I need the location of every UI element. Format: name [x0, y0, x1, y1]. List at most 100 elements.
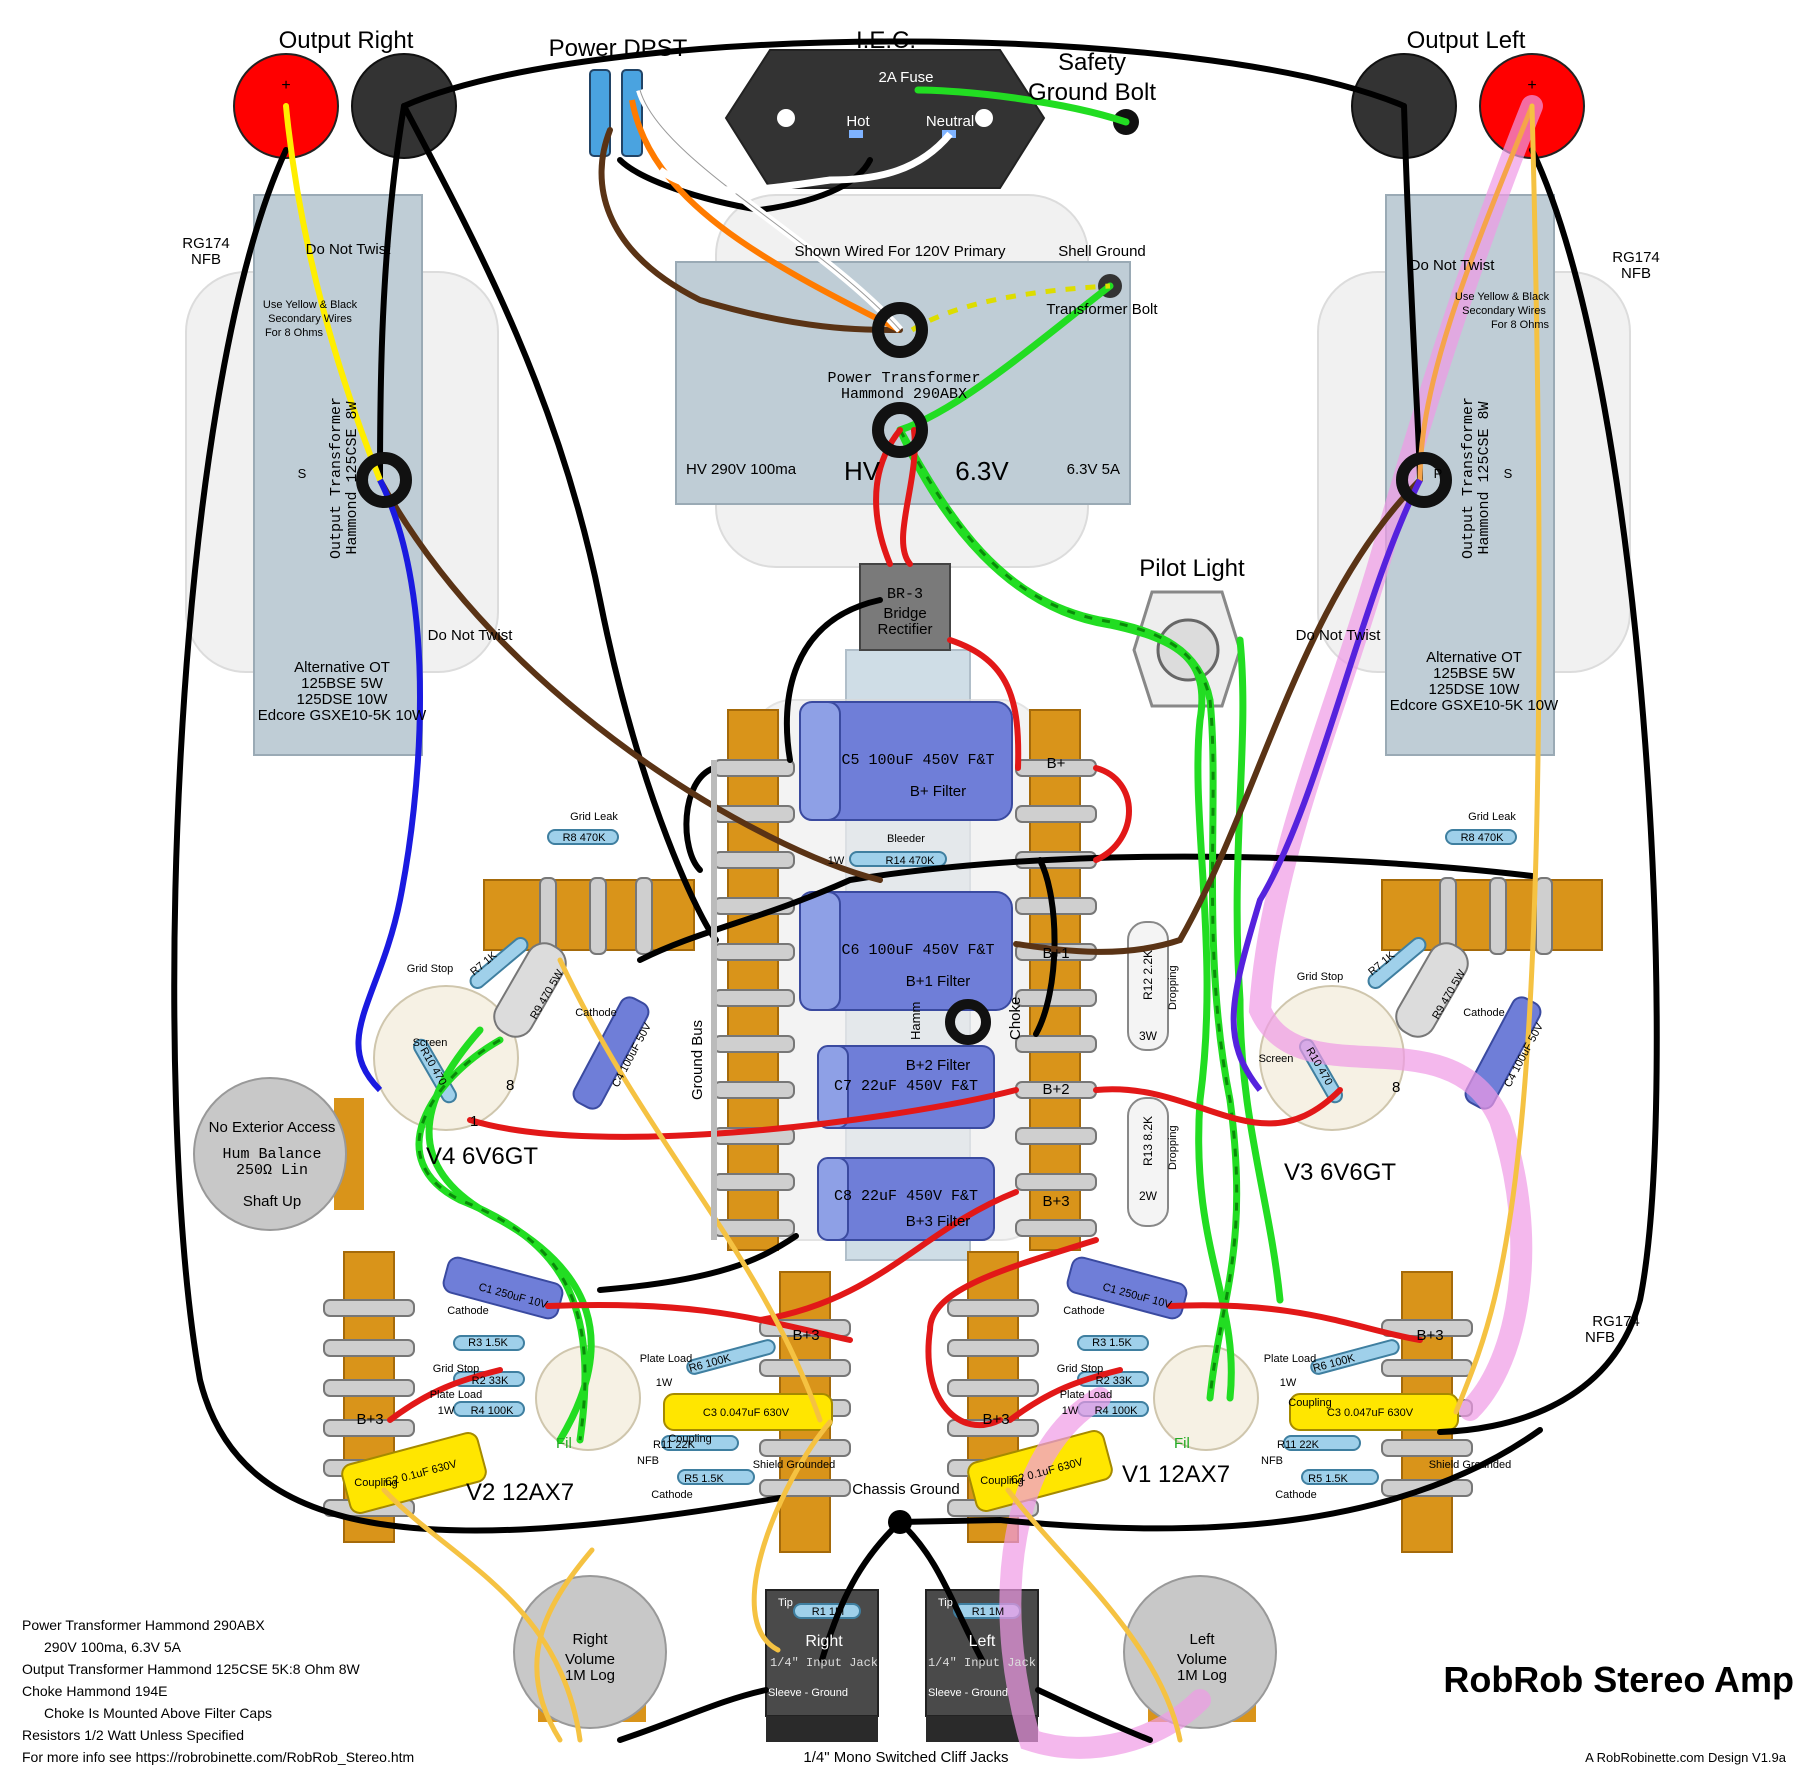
output-left-plus-label: + — [1527, 77, 1536, 94]
ot-right-labels: RG174 NFB Do Not Twist Use Yellow & Blac… — [182, 235, 513, 724]
left-jack-sleeve: Sleeve - Ground — [928, 1687, 1008, 1699]
note-2: Output Transformer Hammond 125CSE 5K:8 O… — [22, 1661, 360, 1677]
ot-left-name-1: Output Transformer — [1460, 397, 1477, 559]
ot-right-alt-4: Edcore GSXE10-5K 10W — [258, 707, 427, 724]
v1-cathode-top: Cathode — [1063, 1305, 1105, 1317]
iec-hot-pin — [849, 130, 863, 138]
pt-hv-spec-label: HV 290V 100ma — [686, 461, 797, 478]
right-volume-pot — [513, 1575, 667, 1729]
ot-left-p: P — [1434, 466, 1443, 481]
left-jack-r1: R1 1M — [972, 1606, 1004, 1618]
pt-name-2-label: Hammond 290ABX — [841, 386, 967, 403]
v3-grid-stop: Grid Stop — [1297, 971, 1343, 983]
v1-w1: 1W — [1062, 1405, 1079, 1417]
v3-cathode: Cathode — [1463, 1007, 1505, 1019]
pilot-light-label: Pilot Light — [1139, 555, 1245, 582]
page-title: RobRob Stereo Amp — [1443, 1659, 1794, 1700]
v4-r8: R8 470K — [563, 832, 606, 844]
safety-ground-label-2: Ground Bolt — [1028, 79, 1156, 106]
ground-bus-label: Ground Bus — [689, 1020, 706, 1100]
ot-right-dnt-bottom: Do Not Twist — [428, 627, 514, 644]
v1-b-plus3-r: B+3 — [1416, 1327, 1443, 1344]
v1-cathode: Cathode — [1275, 1489, 1317, 1501]
safety-ground-label-1: Safety — [1058, 49, 1126, 76]
ot-right-dnt-top: Do Not Twist — [306, 241, 392, 258]
ot-left-rg174: RG174 — [1612, 249, 1660, 266]
v1-grid-stop: Grid Stop — [1057, 1363, 1103, 1375]
rectifier-name-2: Rectifier — [877, 621, 932, 638]
v2-nfb: NFB — [637, 1455, 659, 1467]
c7-role: B+2 Filter — [906, 1057, 971, 1074]
r14-label: R14 470K — [886, 855, 936, 867]
green-heater-stripes — [417, 429, 1239, 1441]
orange-primary-wire — [629, 99, 902, 333]
c5-role: B+ Filter — [910, 783, 966, 800]
brown-wires — [377, 127, 1423, 955]
note-5: Resistors 1/2 Watt Unless Specified — [22, 1727, 244, 1743]
v2-plate-load-r: Plate Load — [640, 1353, 693, 1365]
pt-shell-ground-label: Shell Ground — [1058, 243, 1146, 260]
output-left-label: Output Left — [1407, 27, 1526, 54]
c5-label: C5 100uF 450V F&T — [841, 752, 994, 769]
right-volume-1: Right — [572, 1631, 608, 1648]
v3-labels: Grid Leak R8 470K Grid Stop Cathode Scre… — [1259, 811, 1517, 1065]
ot-left-name-2: Hammond 125CSE 8W — [1476, 401, 1493, 554]
rectifier-name-1: Bridge — [883, 605, 926, 622]
v2-plate-load: Plate Load — [430, 1389, 483, 1401]
purple-nfb-wire-left — [1230, 478, 1423, 1092]
ot-right-note-3: For 8 Ohms — [265, 327, 324, 339]
ot-right-note-1: Use Yellow & Black — [263, 299, 358, 311]
rectifier-part: BR-3 — [887, 586, 923, 603]
ot-left-alt-3: 125DSE 10W — [1429, 681, 1521, 698]
pt-primary-grommet-icon — [872, 302, 928, 358]
right-volume-2: Volume — [565, 1651, 615, 1668]
c6-label: C6 100uF 450V F&T — [841, 942, 994, 959]
r12-dropping-resistor — [1127, 921, 1169, 1051]
v2-fil: Fil — [556, 1435, 572, 1452]
bridge-rectifier — [859, 563, 951, 651]
pt-ground-wire — [910, 283, 1111, 333]
right-jack-r1: R1 1M — [812, 1606, 844, 1618]
v2-coupling: Coupling — [668, 1433, 711, 1445]
jack-labels: Tip R1 1M Right 1/4" Input Jack Sleeve -… — [768, 1597, 1036, 1766]
c8-role: B+3 Filter — [906, 1213, 971, 1230]
v1-r3: R3 1.5K — [1092, 1337, 1132, 1349]
hum-labels: No Exterior Access Hum Balance 250Ω Lin … — [209, 1119, 336, 1210]
v4-cathode: Cathode — [575, 1007, 617, 1019]
pt-name-1-label: Power Transformer — [827, 370, 980, 387]
b-plus-label: B+ — [1047, 755, 1066, 772]
v2-name: V2 12AX7 — [466, 1479, 574, 1506]
left-volume-1: Left — [1189, 1631, 1215, 1648]
choke-label: Choke — [1007, 997, 1024, 1040]
v1-w1b: 1W — [1280, 1377, 1297, 1389]
b-plus1-label: B+1 — [1042, 945, 1069, 962]
iec-label: I.E.C. — [856, 27, 916, 54]
v4-pin1: 1 — [470, 1113, 478, 1130]
iec-screw-left-icon — [777, 109, 795, 127]
b-plus3-label: B+3 — [1042, 1193, 1069, 1210]
v4-labels: Grid Leak R8 470K Grid Stop Cathode Scre… — [407, 811, 619, 1049]
c8-label: C8 22uF 450V F&T — [834, 1188, 978, 1205]
v2-cathode: Cathode — [651, 1489, 693, 1501]
neutral-label: Neutral — [926, 113, 974, 130]
v1-plate-load-r: Plate Load — [1264, 1353, 1317, 1365]
v2-coupling2: Coupling — [354, 1477, 397, 1489]
v2-r4: R4 100K — [471, 1405, 514, 1417]
v1-shield: Shield Grounded — [1429, 1459, 1512, 1471]
right-jack-sleeve: Sleeve - Ground — [768, 1687, 848, 1699]
ot-left-note-2: Secondary Wires — [1462, 305, 1546, 317]
v1-name: V1 12AX7 — [1122, 1461, 1230, 1488]
ot-left-note-1: Use Yellow & Black — [1455, 291, 1550, 303]
v2-r11: R11 22K — [653, 1439, 696, 1451]
v2-b-plus3: B+3 — [356, 1411, 383, 1428]
ot-right-alt-1: Alternative OT — [294, 659, 390, 676]
pt-secondary-grommet-icon — [872, 402, 928, 458]
hamm-label: Hamm — [908, 1002, 923, 1040]
r12-w-label: 3W — [1139, 1029, 1158, 1043]
rectifier-labels: BR-3 Bridge Rectifier — [877, 586, 932, 638]
blue-nfb-wire-right — [355, 478, 423, 1093]
pt-fil-spec-label: 6.3V 5A — [1067, 461, 1120, 478]
hum-shaft: Shaft Up — [243, 1193, 301, 1210]
r14-w-label: 1W — [828, 855, 845, 867]
